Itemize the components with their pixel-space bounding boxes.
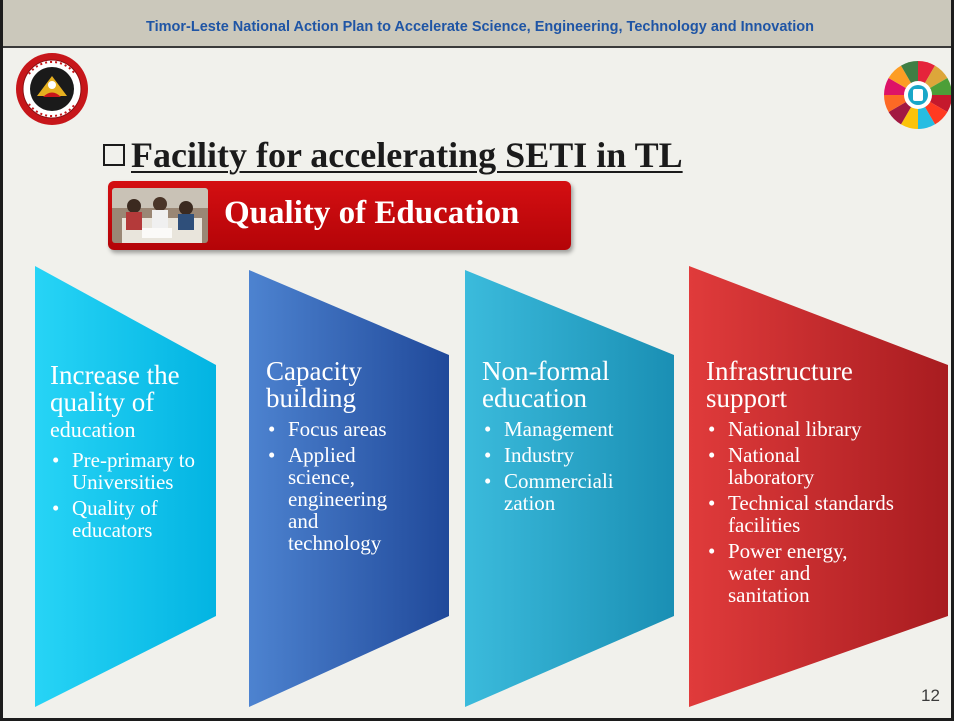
column-list: National library National laboratory Tec… — [706, 418, 926, 606]
list-item: National laboratory — [706, 444, 926, 488]
list-item: National library — [706, 418, 926, 440]
list-item: Technical standards facilities — [706, 492, 926, 536]
list-item: Pre-primary to Universities — [50, 449, 215, 493]
column-list: Pre-primary to Universities Quality of e… — [50, 449, 215, 541]
header-title: Timor-Leste National Action Plan to Acce… — [146, 19, 814, 35]
column-list: Management Industry Commerciali zation — [482, 418, 667, 514]
list-item: Power energy, water and sanitation — [706, 540, 926, 606]
column-title: Capacity building — [266, 356, 362, 413]
quality-of-education-banner: Quality of Education — [108, 181, 571, 250]
column-title: Increase the quality of education — [50, 360, 180, 443]
column-title: Infrastructure support — [706, 356, 853, 413]
list-item: Commerciali zation — [482, 470, 667, 514]
banner-title: Quality of Education — [224, 195, 520, 231]
page-number: 12 — [921, 686, 940, 705]
sdg-wheel-logo — [884, 61, 951, 129]
column-non-formal-education: Non-formal education Management Industry… — [482, 358, 667, 518]
list-item: Management — [482, 418, 667, 440]
column-list: Focus areas Applied science, engineering… — [266, 418, 436, 554]
list-item: Applied science, engineering and technol… — [266, 444, 436, 554]
university-seal-logo — [16, 53, 88, 125]
list-item: Industry — [482, 444, 667, 466]
column-title: Non-formal education — [482, 356, 610, 413]
column-increase-quality: Increase the quality of education Pre-pr… — [50, 362, 215, 545]
header-band: Timor-Leste National Action Plan to Acce… — [3, 0, 951, 48]
headline-text: Facility for accelerating SETI in TL — [131, 135, 683, 175]
classroom-photo — [112, 188, 208, 243]
list-item: Quality of educators — [50, 497, 215, 541]
column-infrastructure-support: Infrastructure support National library … — [706, 358, 926, 610]
headline: Facility for accelerating SETI in TL — [103, 134, 683, 176]
hollow-square-bullet-icon — [103, 144, 125, 166]
column-capacity-building: Capacity building Focus areas Applied sc… — [266, 358, 436, 558]
list-item: Focus areas — [266, 418, 436, 440]
